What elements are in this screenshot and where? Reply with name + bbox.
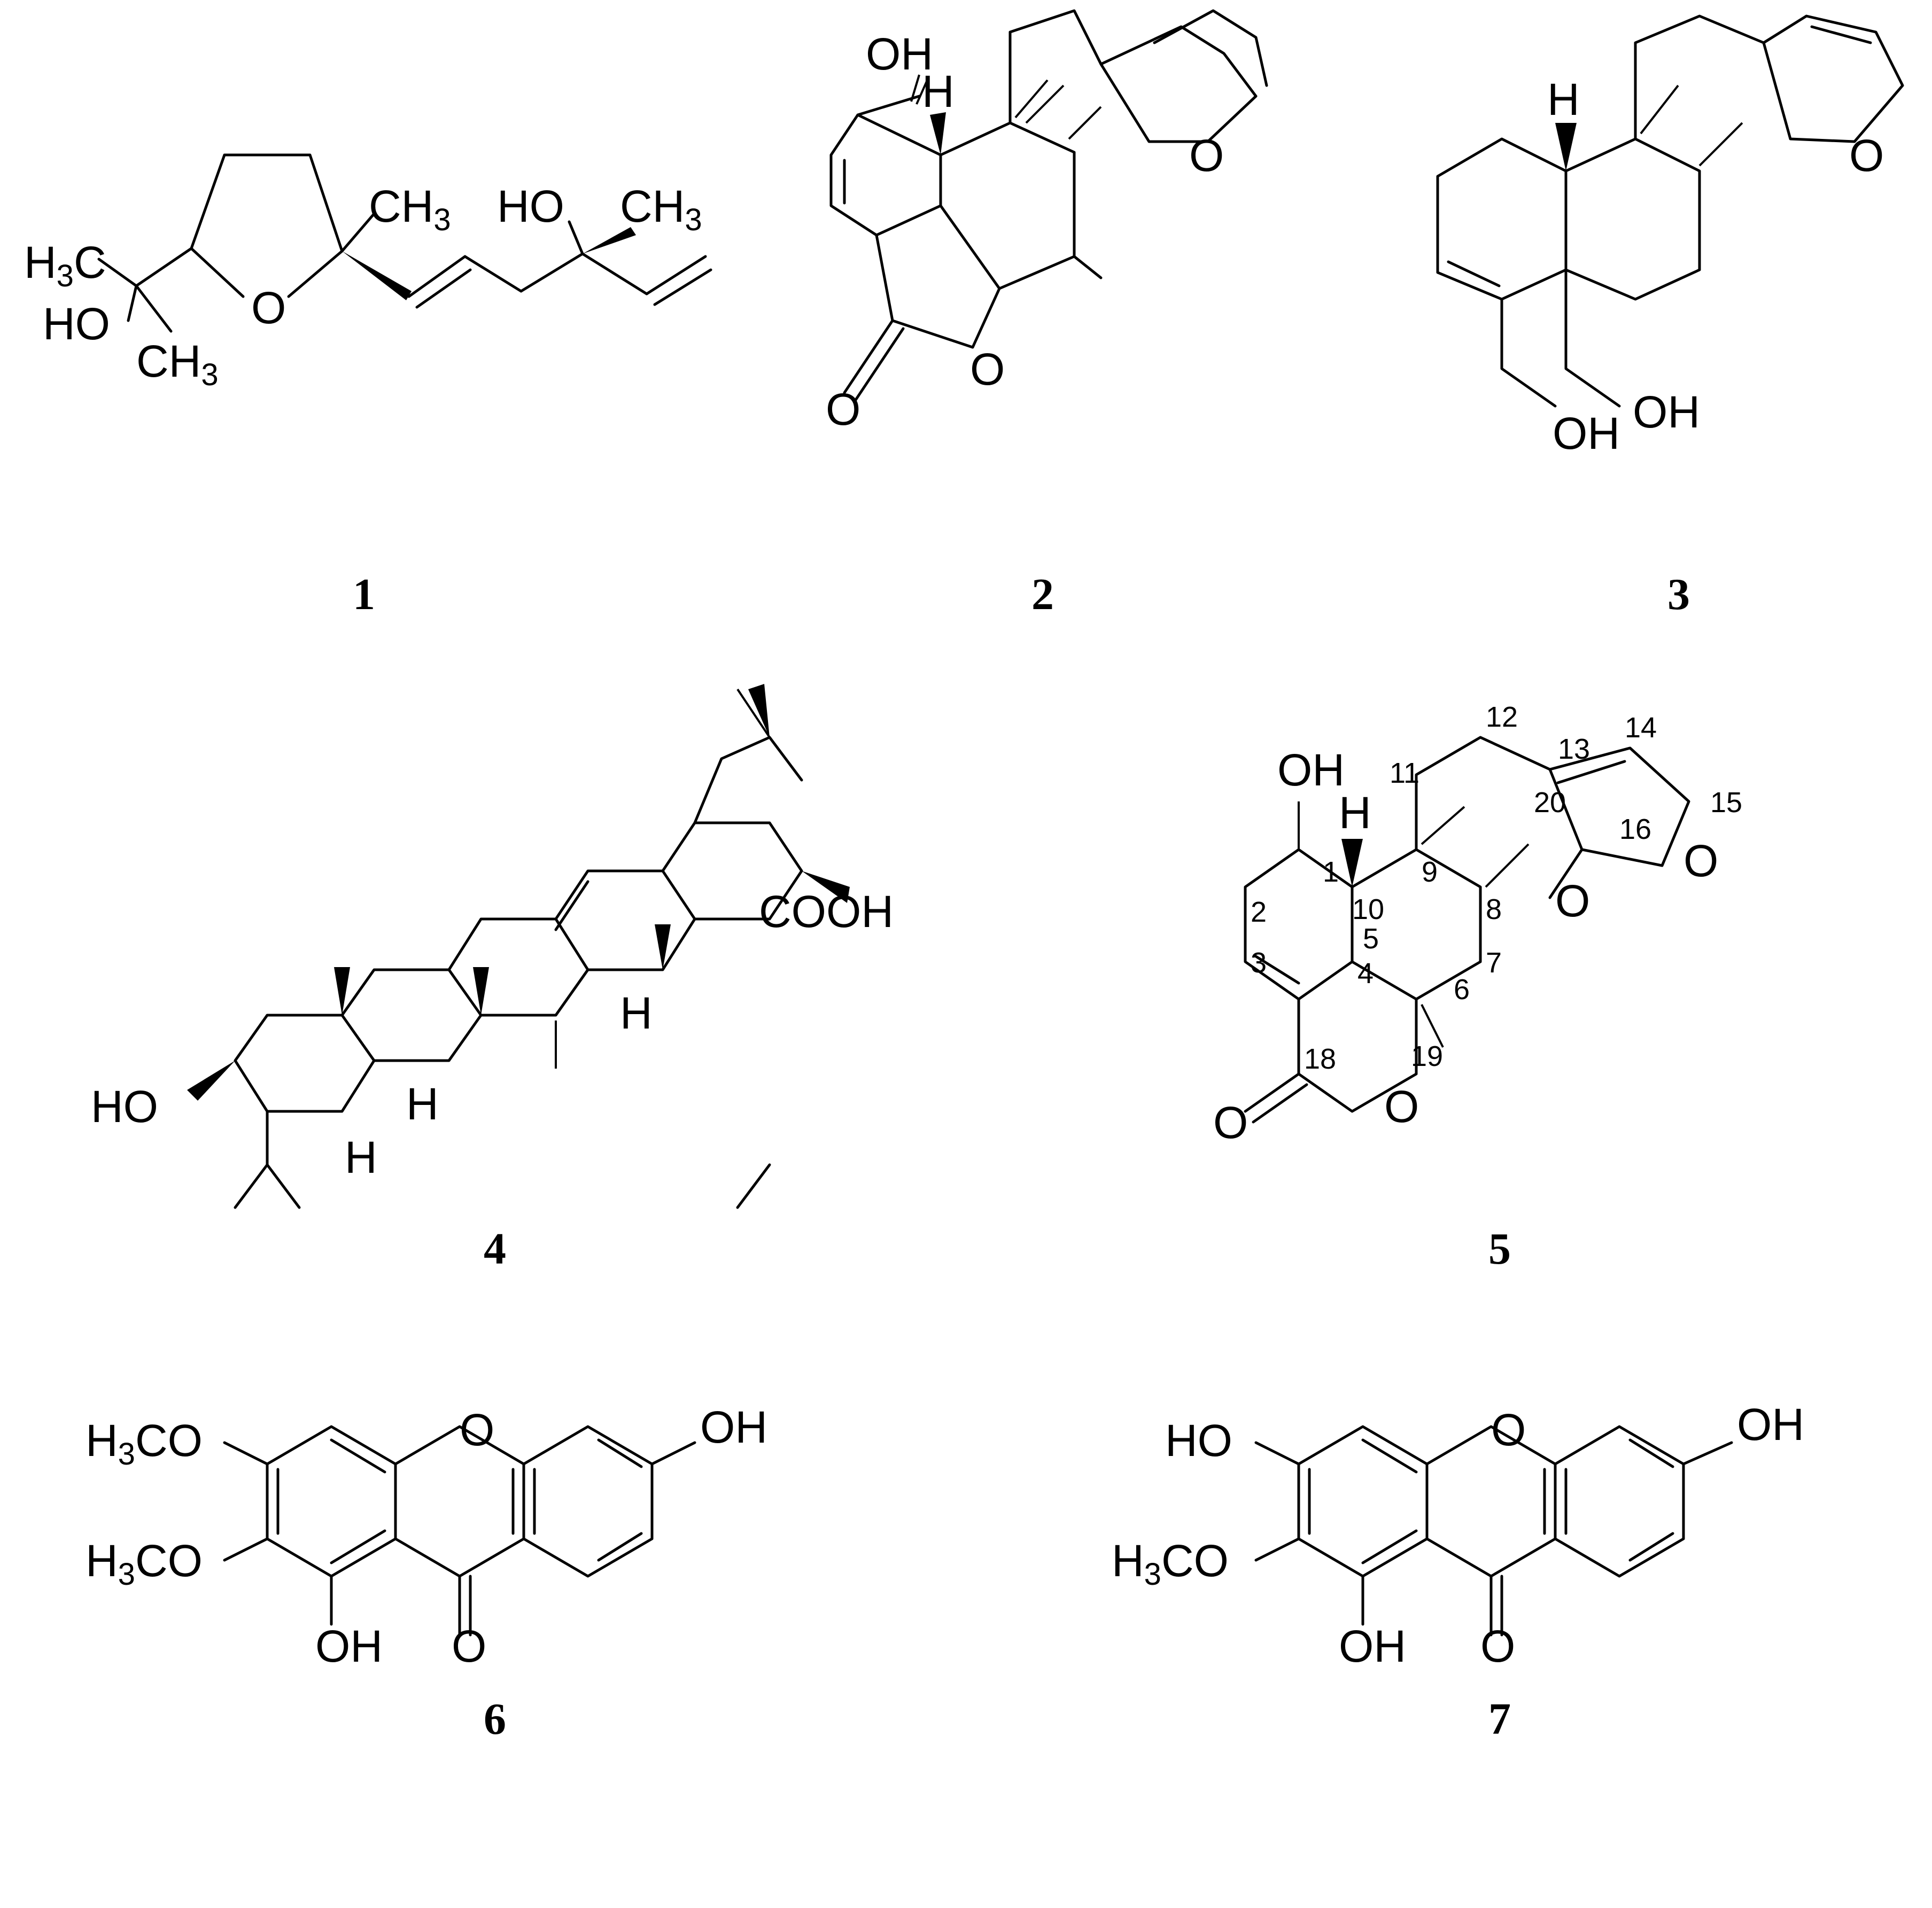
- compound-2-number: 2: [1031, 570, 1054, 619]
- compound-5-atom-number: 1: [1323, 856, 1339, 888]
- compound-3-number: 3: [1667, 570, 1690, 619]
- compound-5-atom-number: 6: [1454, 974, 1470, 1006]
- compound-1-label-h3c: H3C: [24, 237, 106, 293]
- compound-5-atom-number: 10: [1352, 893, 1384, 925]
- compound-5-label-h: H: [1339, 788, 1371, 838]
- compound-3-label-h: H: [1547, 74, 1580, 124]
- compound-6-label-h3co-b: H3CO: [86, 1536, 203, 1592]
- compound-5-label-o-lactone-b: O: [1384, 1081, 1419, 1132]
- compound-4-structure: [187, 684, 850, 1209]
- compound-6-structure: [223, 1425, 696, 1637]
- compound-2-structure: [829, 9, 1268, 402]
- compound-7-label-o-ring: O: [1491, 1405, 1526, 1455]
- compound-5-label-o-carbonyl-a: O: [1555, 876, 1590, 926]
- compound-4-number: 4: [484, 1224, 506, 1274]
- compound-3-label-o-furan: O: [1849, 130, 1884, 181]
- compound-6-label-oh-top: OH: [700, 1402, 767, 1452]
- compound-5-number: 5: [1488, 1224, 1511, 1274]
- compound-5-atom-number: 20: [1534, 786, 1566, 819]
- compound-5-atom-number: 8: [1486, 893, 1502, 925]
- compound-5-atom-number: 5: [1363, 923, 1379, 955]
- compound-6-label-o-carbonyl: O: [452, 1621, 486, 1671]
- compound-1-label-ho: HO: [43, 299, 110, 349]
- compound-2-label-o-carbonyl: O: [826, 384, 860, 434]
- compound-5-atom-number: 16: [1619, 813, 1651, 845]
- compound-5-atom-number: 3: [1251, 947, 1267, 979]
- compound-5-atom-number: 2: [1251, 896, 1267, 928]
- compound-5-label-o-lactone: O: [1683, 836, 1718, 886]
- compound-7-label-oh-top: OH: [1737, 1399, 1804, 1450]
- compound-4-label-h-a: H: [406, 1079, 439, 1129]
- compound-5-atom-number: 14: [1625, 712, 1657, 744]
- compound-1-number: 1: [353, 570, 375, 619]
- compound-1-label-ch3-a: CH3: [136, 336, 219, 392]
- compound-1-structure: [97, 153, 712, 333]
- compound-5-label-o-carbonyl-b: O: [1213, 1097, 1248, 1148]
- compound-7-number: 7: [1488, 1694, 1511, 1744]
- compound-6-label-oh-bottom: OH: [315, 1621, 383, 1671]
- compound-4-label-h-c: H: [620, 988, 653, 1038]
- compound-4-label-cooh: COOH: [759, 886, 894, 937]
- compound-1-label-ho-b: HO: [497, 181, 564, 231]
- compound-5-atom-number: 15: [1710, 786, 1742, 819]
- compound-2-label-o-ring: O: [970, 344, 1005, 394]
- compound-2-label-oh: OH: [866, 29, 933, 79]
- compound-5-structure: [1244, 736, 1690, 1124]
- compound-2-label-o-furan: O: [1189, 130, 1224, 181]
- compound-5-atom-number: 18: [1304, 1043, 1336, 1075]
- compound-3-label-oh-a: OH: [1553, 408, 1620, 458]
- compound-3-structure: [1436, 14, 1904, 408]
- compound-5-atom-number: 11: [1390, 757, 1419, 789]
- compound-5-atom-number: 7: [1486, 947, 1502, 979]
- compound-5-atom-number: 9: [1422, 856, 1438, 888]
- compound-1-label-o: O: [251, 283, 286, 333]
- compound-1-label-ch3-b: CH3: [369, 181, 451, 237]
- compound-4-label-h-b: H: [345, 1132, 377, 1182]
- compound-5-atom-number: 12: [1486, 701, 1518, 733]
- compound-3-label-oh-b: OH: [1633, 387, 1700, 437]
- compound-7-label-oh-bottom: OH: [1339, 1621, 1406, 1671]
- compound-7-label-ho: HO: [1165, 1415, 1232, 1466]
- compound-6-label-o-ring: O: [460, 1405, 494, 1455]
- compound-1-label-ch3-c: CH3: [620, 181, 702, 237]
- compound-5-label-oh: OH: [1277, 745, 1345, 795]
- compound-7-structure: [1254, 1425, 1733, 1637]
- compound-6-label-h3co-a: H3CO: [86, 1415, 203, 1471]
- compound-4-label-ho: HO: [91, 1081, 158, 1132]
- compound-2-label-h: H: [922, 66, 955, 116]
- compound-7-label-h3co: H3CO: [1112, 1536, 1229, 1592]
- compound-5-atom-number: 19: [1411, 1040, 1443, 1072]
- compound-7-label-o-carbonyl: O: [1480, 1621, 1515, 1671]
- compound-5-atom-number: 13: [1558, 733, 1590, 765]
- compound-5-atom-number: 4: [1357, 957, 1374, 990]
- compound-6-number: 6: [484, 1694, 506, 1744]
